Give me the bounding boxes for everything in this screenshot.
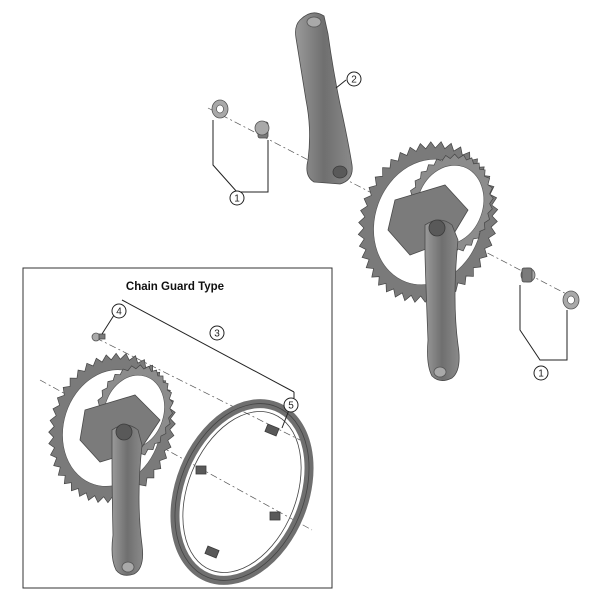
- inset-pedal-eye: [121, 561, 135, 573]
- spindle-hole: [428, 219, 446, 237]
- crank-fixing-bolt-left: [211, 99, 270, 139]
- pedal-eye: [306, 16, 322, 28]
- main-assembly: 1 2 1: [207, 12, 580, 381]
- chain-guard-inset: Chain Guard Type: [22, 267, 333, 589]
- main-axle-line: [207, 107, 579, 301]
- inset-crankset: [48, 352, 176, 576]
- leader-callout-2: [335, 79, 347, 89]
- callout-label-5: 5: [288, 401, 294, 412]
- crank-bolt-hole: [332, 165, 348, 179]
- callout-label-3: 3: [214, 329, 220, 340]
- callout-circle-4: [111, 303, 127, 319]
- inset-axle-line-2: [95, 337, 301, 441]
- bracket-callout-1-right: [519, 285, 568, 361]
- right-crank-arm: [424, 219, 460, 381]
- callout-label-2: 2: [351, 75, 357, 86]
- inset-spindle-hole: [115, 423, 133, 441]
- crank-fixing-bolt-right: [520, 267, 580, 310]
- inset-title: Chain Guard Type: [126, 281, 224, 293]
- pedal-eye-right: [433, 366, 447, 378]
- callout-label-1-top: 1: [234, 194, 240, 205]
- chain-guard: [170, 399, 314, 585]
- callout-label-1-right: 1: [538, 369, 544, 380]
- callout-circle-1-right: [533, 365, 549, 381]
- leader-callout-5: [281, 409, 290, 429]
- bracket-callout-3: [121, 299, 295, 393]
- callout-circle-5: [283, 397, 299, 413]
- inset-crank-arm: [111, 424, 144, 576]
- callout-circle-3: [209, 325, 225, 341]
- callout-circle-1-top: [229, 190, 245, 206]
- left-crank-arm: [295, 12, 353, 185]
- right-crankset: [357, 141, 499, 381]
- callout-label-4: 4: [116, 307, 122, 318]
- callout-circle-2: [346, 71, 362, 87]
